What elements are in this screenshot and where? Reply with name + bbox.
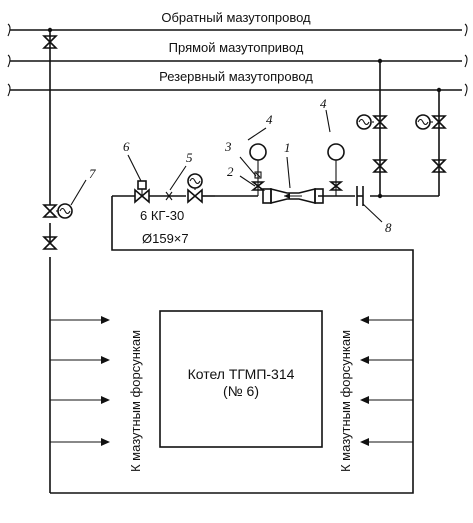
arrow-left-icon — [360, 356, 369, 364]
joint-dot-left — [47, 27, 53, 33]
supply-loop — [50, 196, 414, 494]
callout-4b: 4 — [320, 96, 327, 111]
boiler-box — [159, 310, 323, 448]
valve-icon — [42, 35, 58, 49]
reserve-pipeline-label: Резервный мазутопровод — [159, 69, 313, 84]
callout-7: 7 — [89, 166, 96, 181]
flowmeter-icon — [262, 187, 324, 205]
left-burner-label: К мазутным форсункам — [128, 330, 143, 472]
arrow-left-icon — [360, 396, 369, 404]
arrow-right-icon — [101, 438, 110, 446]
callout-5: 5 — [186, 150, 193, 165]
arrow-right-icon — [101, 316, 110, 324]
callout-3: 3 — [224, 139, 232, 154]
valve-icon — [42, 236, 58, 250]
valve-icon — [372, 115, 388, 129]
flange-icon — [356, 186, 364, 206]
direct-pipeline — [7, 54, 468, 68]
valve-model-label: 6 КГ-30 — [140, 208, 184, 223]
direct-pipeline-label: Прямой мазутопривод — [169, 40, 304, 55]
left-burner-arrows — [50, 316, 110, 446]
valve-icon — [187, 188, 203, 204]
boiler-number: (№ 6) — [223, 383, 259, 399]
valve-icon — [431, 115, 447, 129]
flow-regulator-icon — [356, 114, 372, 130]
fitting-icon — [165, 191, 173, 201]
right-burner-arrows — [360, 316, 413, 446]
pipe-size-label: Ø159×7 — [142, 231, 189, 246]
instrument-tap — [328, 160, 344, 196]
flow-regulator-icon — [57, 203, 73, 219]
arrow-right-icon — [101, 356, 110, 364]
arrow-left-icon — [360, 438, 369, 446]
valve-icon — [431, 159, 447, 173]
valve-icon — [372, 159, 388, 173]
reserve-pipeline — [7, 83, 468, 97]
return-branch — [47, 27, 53, 493]
arrow-left-icon — [360, 316, 369, 324]
reserve-riser — [436, 87, 442, 196]
pressure-gauge-icon — [327, 143, 345, 161]
flow-regulator-icon — [187, 173, 203, 190]
valve-icon — [42, 204, 58, 218]
callout-1: 1 — [284, 140, 291, 155]
flow-regulator-icon — [415, 114, 431, 130]
boiler-name: Котел ТГМП-314 — [188, 366, 295, 382]
return-pipeline — [7, 23, 468, 37]
right-burner-label: К мазутным форсункам — [338, 330, 353, 472]
callout-8: 8 — [385, 220, 392, 235]
pressure-gauge-icon — [249, 143, 267, 161]
callout-4a: 4 — [266, 112, 273, 127]
return-pipeline-label: Обратный мазутопровод — [161, 10, 311, 25]
instrument-tap — [250, 160, 266, 196]
callout-6: 6 — [123, 139, 130, 154]
callout-2: 2 — [227, 164, 234, 179]
valve-icon — [134, 180, 150, 204]
arrow-right-icon — [101, 396, 110, 404]
